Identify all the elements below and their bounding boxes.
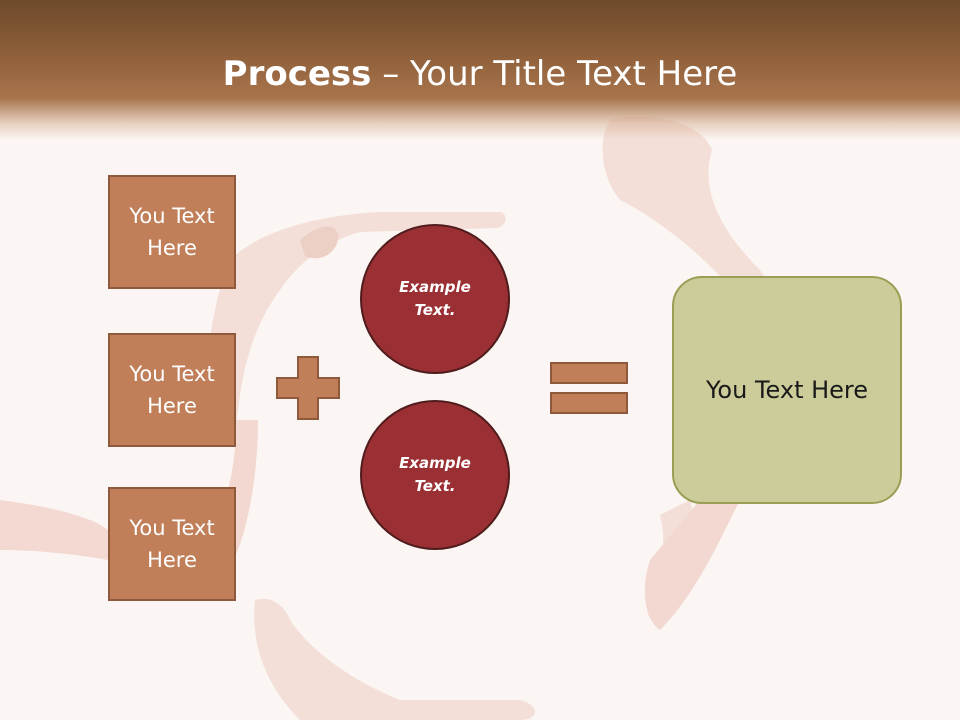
title-strong: Process [222, 54, 372, 94]
result-box[interactable]: You Text Here [672, 276, 902, 504]
example-circle-2[interactable]: Example Text. [360, 400, 510, 550]
title-separator: – [371, 54, 411, 94]
slide-title[interactable]: Process – Your Title Text Here [0, 52, 960, 96]
plus-icon [276, 356, 340, 420]
equals-icon [550, 362, 628, 414]
title-bar [0, 0, 960, 140]
input-box-2[interactable]: You Text Here [108, 333, 236, 447]
title-rest: Your Title Text Here [410, 54, 738, 94]
example-circle-1[interactable]: Example Text. [360, 224, 510, 374]
input-box-1[interactable]: You Text Here [108, 175, 236, 289]
input-box-3[interactable]: You Text Here [108, 487, 236, 601]
